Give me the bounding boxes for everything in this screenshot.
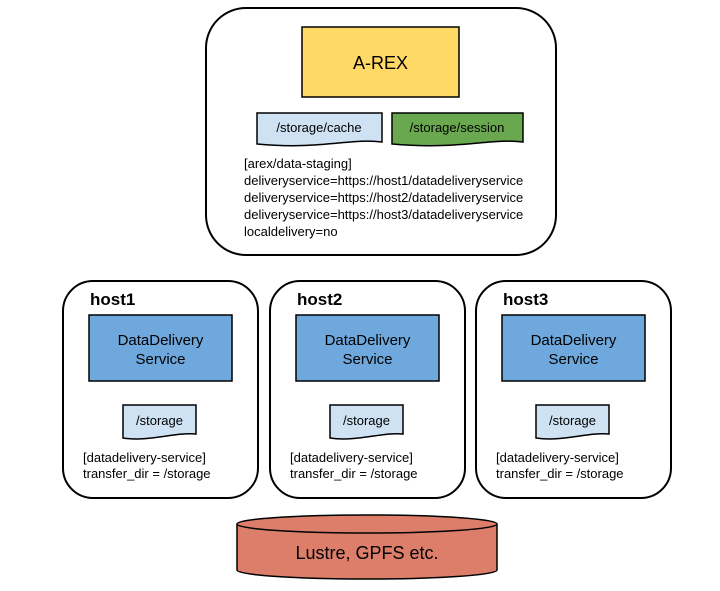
arex-box <box>301 26 460 98</box>
filesystem-cylinder-top <box>236 514 498 534</box>
session-storage-doc <box>391 112 524 147</box>
arex-config-line: [arex/data-staging] <box>244 156 352 171</box>
host-config-line: [datadelivery-service] <box>290 450 413 465</box>
host-config-line: transfer_dir = /storage <box>290 466 418 481</box>
storage-label: /storage <box>343 413 390 428</box>
host-name: host1 <box>90 290 135 309</box>
host2-node: host2 DataDelivery Service /storage [dat… <box>269 280 466 499</box>
arex-title: A-REX <box>353 53 408 73</box>
host-name: host2 <box>297 290 342 309</box>
shared-filesystem: Lustre, GPFS etc. <box>236 514 498 580</box>
host-config-line: [datadelivery-service] <box>83 450 206 465</box>
filesystem-label: Lustre, GPFS etc. <box>295 543 438 563</box>
service-label-line1: DataDelivery <box>531 332 617 349</box>
datadelivery-service-box <box>88 314 233 382</box>
storage-doc <box>535 404 610 440</box>
arex-config-line: deliveryservice=https://host3/datadelive… <box>244 207 523 222</box>
host-config-line: transfer_dir = /storage <box>496 466 624 481</box>
service-label-line2: Service <box>548 351 598 368</box>
arex-config-line: localdelivery=no <box>244 224 338 239</box>
host-config-line: [datadelivery-service] <box>496 450 619 465</box>
host3-node: host3 DataDelivery Service /storage [dat… <box>475 280 672 499</box>
host-name: host3 <box>503 290 548 309</box>
host1-node: host1 DataDelivery Service /storage [dat… <box>62 280 259 499</box>
service-label-line2: Service <box>135 351 185 368</box>
service-label-line1: DataDelivery <box>325 332 411 349</box>
cache-storage-label: /storage/cache <box>276 120 361 135</box>
service-label-line2: Service <box>342 351 392 368</box>
datadelivery-service-box <box>501 314 646 382</box>
arex-config-line: deliveryservice=https://host2/datadelive… <box>244 190 523 205</box>
storage-doc <box>122 404 197 440</box>
cache-storage-doc <box>256 112 383 147</box>
arex-config-line: deliveryservice=https://host1/datadelive… <box>244 173 523 188</box>
session-storage-label: /storage/session <box>410 120 505 135</box>
arex-node: A-REX /storage/cache /storage/session [a… <box>205 7 557 256</box>
storage-doc <box>329 404 404 440</box>
host-config-line: transfer_dir = /storage <box>83 466 211 481</box>
datadelivery-service-box <box>295 314 440 382</box>
filesystem-cylinder-body <box>236 524 498 580</box>
storage-label: /storage <box>136 413 183 428</box>
service-label-line1: DataDelivery <box>118 332 204 349</box>
storage-label: /storage <box>549 413 596 428</box>
